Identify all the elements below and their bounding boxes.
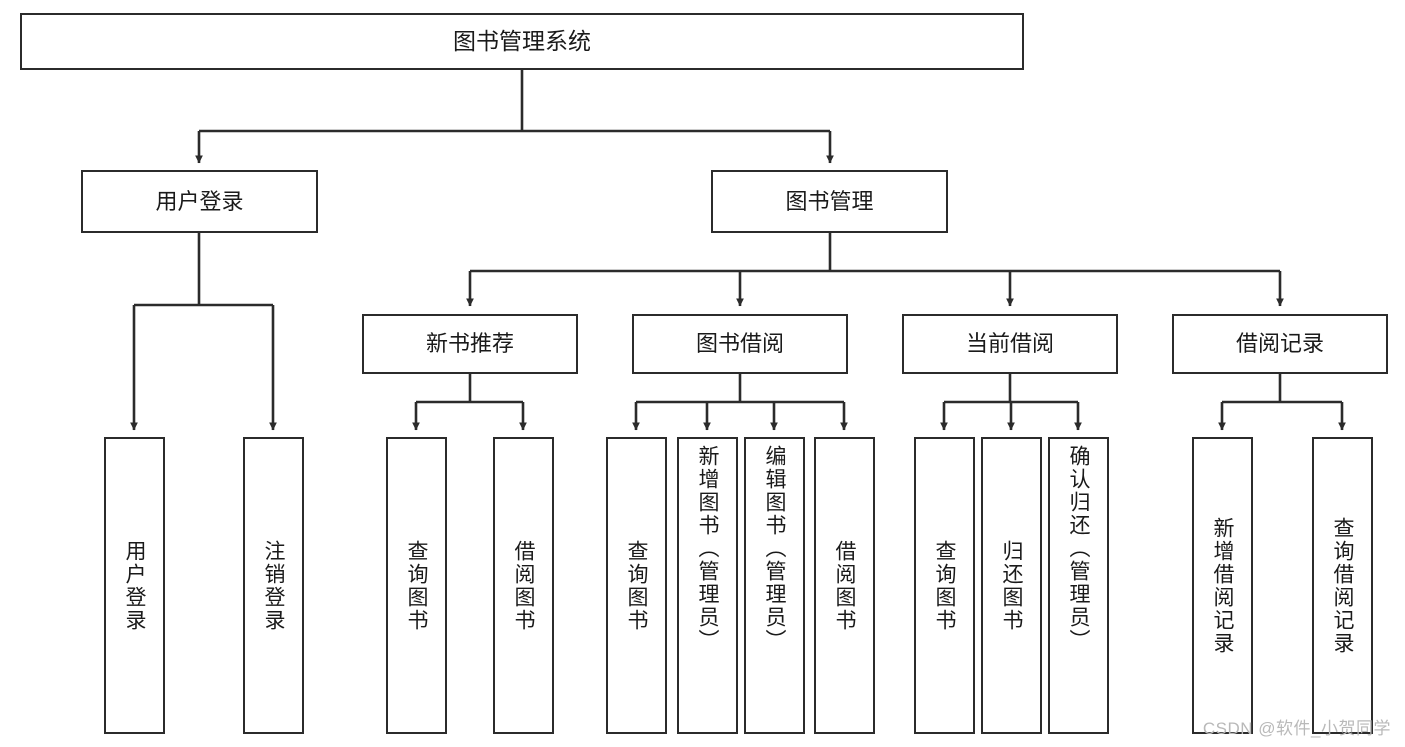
node-leaf-user-login[interactable]: 用户登录: [104, 437, 165, 734]
node-leaf-query-book-3[interactable]: 查询图书: [914, 437, 975, 734]
node-borrow-record-label: 借阅记录: [1235, 331, 1324, 357]
node-root-label: 图书管理系统: [453, 28, 591, 55]
node-leaf-borrow-book-1-label: 借阅图书: [512, 539, 535, 632]
node-leaf-query-book-2[interactable]: 查询图书: [606, 437, 667, 734]
node-current-borrow-label: 当前借阅: [965, 331, 1054, 357]
node-leaf-user-login-label: 用户登录: [123, 539, 146, 632]
node-new-book-rec-label: 新书推荐: [425, 331, 514, 357]
node-leaf-return-book-label: 归还图书: [1000, 539, 1023, 632]
node-leaf-query-record-label: 查询借阅记录: [1331, 516, 1354, 655]
node-leaf-borrow-book-2-label: 借阅图书: [833, 539, 856, 632]
node-leaf-add-record-label: 新增借阅记录: [1211, 516, 1234, 655]
node-leaf-add-book-label: 新增图书（管理员）: [696, 445, 719, 652]
node-user-login[interactable]: 用户登录: [81, 170, 318, 233]
node-leaf-return-book[interactable]: 归还图书: [981, 437, 1042, 734]
node-leaf-logout[interactable]: 注销登录: [243, 437, 304, 734]
node-leaf-edit-book-label: 编辑图书（管理员）: [763, 445, 786, 652]
node-leaf-query-book-1-label: 查询图书: [405, 539, 428, 632]
node-leaf-query-record[interactable]: 查询借阅记录: [1312, 437, 1373, 734]
node-root[interactable]: 图书管理系统: [20, 13, 1024, 70]
node-leaf-query-book-3-label: 查询图书: [933, 539, 956, 632]
node-leaf-query-book-1[interactable]: 查询图书: [386, 437, 447, 734]
node-leaf-add-record[interactable]: 新增借阅记录: [1192, 437, 1253, 734]
node-leaf-logout-label: 注销登录: [262, 539, 285, 632]
node-leaf-borrow-book-2[interactable]: 借阅图书: [814, 437, 875, 734]
node-leaf-query-book-2-label: 查询图书: [625, 539, 648, 632]
node-book-manage-label: 图书管理: [785, 188, 874, 214]
node-leaf-borrow-book-1[interactable]: 借阅图书: [493, 437, 554, 734]
node-borrow-record[interactable]: 借阅记录: [1172, 314, 1388, 374]
node-leaf-add-book[interactable]: 新增图书（管理员）: [677, 437, 738, 734]
node-book-borrow-label: 图书借阅: [695, 331, 784, 357]
csdn-watermark: CSDN @软件_小贺同学: [1202, 719, 1391, 738]
node-current-borrow[interactable]: 当前借阅: [902, 314, 1118, 374]
node-book-borrow[interactable]: 图书借阅: [632, 314, 848, 374]
node-leaf-edit-book[interactable]: 编辑图书（管理员）: [744, 437, 805, 734]
node-leaf-confirm-return[interactable]: 确认归还（管理员）: [1048, 437, 1109, 734]
node-new-book-rec[interactable]: 新书推荐: [362, 314, 578, 374]
node-book-manage[interactable]: 图书管理: [711, 170, 948, 233]
node-user-login-label: 用户登录: [155, 188, 244, 214]
node-leaf-confirm-return-label: 确认归还（管理员）: [1067, 445, 1090, 652]
